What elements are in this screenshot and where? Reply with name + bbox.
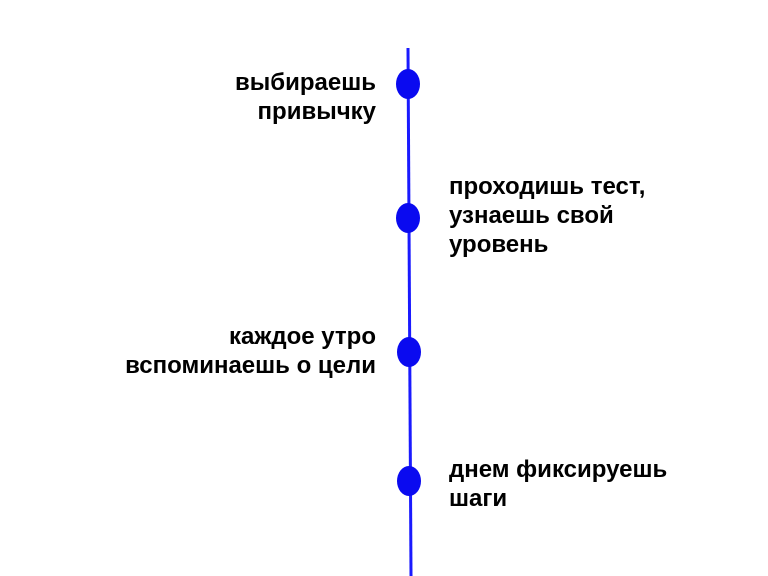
step-label-2-line-3: уровень <box>449 231 549 258</box>
timeline-dot-2 <box>396 203 420 233</box>
step-label-2-line-1: проходишь тест, <box>449 173 646 200</box>
step-label-2-line-2: узнаешь свой <box>449 202 614 229</box>
step-label-1-line-1: выбираешь <box>235 69 376 96</box>
step-label-3-line-2: вспоминаешь о цели <box>125 352 376 379</box>
step-label-4: днем фиксируешь шаги <box>449 455 667 513</box>
timeline-dot-1 <box>396 69 420 99</box>
timeline-dot-3 <box>397 337 421 367</box>
timeline-line <box>406 47 413 576</box>
step-label-2: проходишь тест, узнаешь свой уровень <box>449 172 645 259</box>
step-label-4-line-2: шаги <box>449 485 508 512</box>
step-label-4-line-1: днем фиксируешь <box>449 456 668 483</box>
step-label-1-line-2: привычку <box>257 98 376 125</box>
step-label-3: каждое утро вспоминаешь о цели <box>125 322 376 380</box>
step-label-3-line-1: каждое утро <box>229 323 376 350</box>
timeline-dot-4 <box>397 466 421 496</box>
step-label-1: выбираешь привычку <box>235 68 376 126</box>
